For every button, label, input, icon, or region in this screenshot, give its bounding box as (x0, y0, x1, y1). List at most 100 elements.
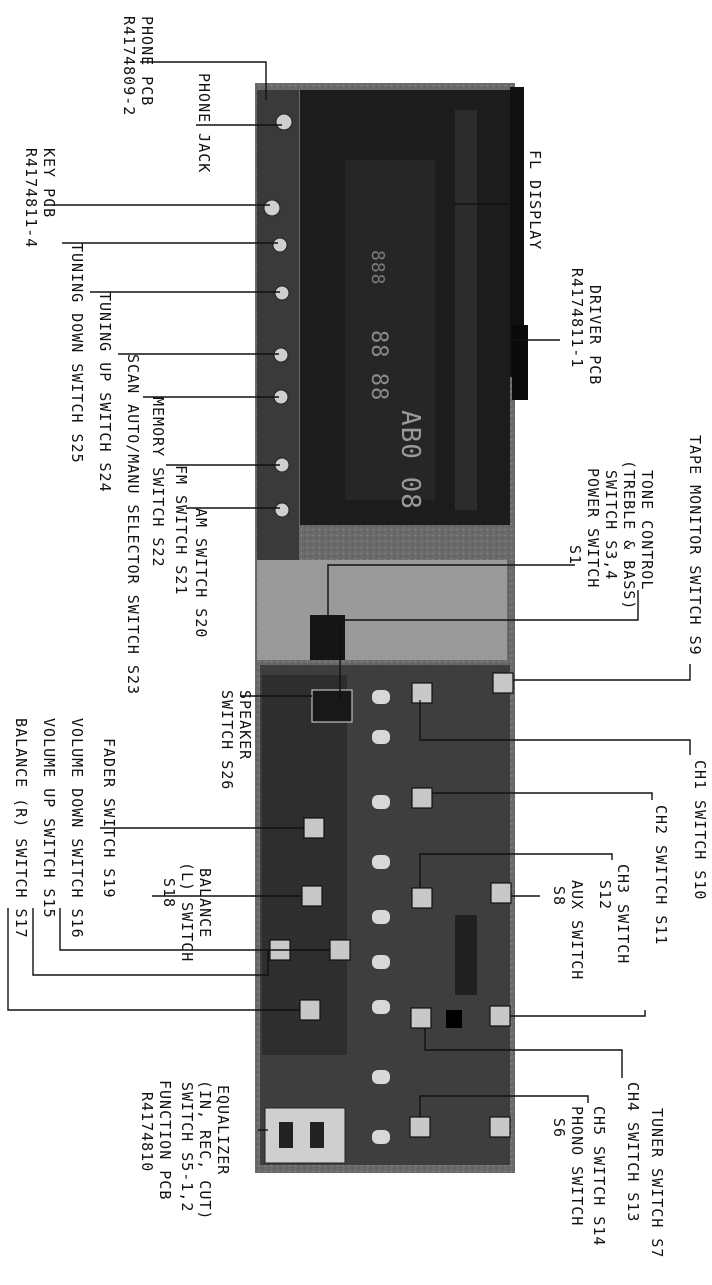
key-switch (273, 347, 289, 363)
power-switch-body (310, 615, 345, 660)
ch1-tact (411, 682, 433, 704)
memory-label: MEMORY SWITCH S22 (149, 397, 167, 568)
phone-pcb-number: R4174809-2 (120, 16, 138, 116)
equalizer-switch-body (264, 1107, 346, 1164)
led (372, 690, 390, 704)
ch3-label: CH3 SWITCH (614, 864, 632, 964)
leader-lines (7, 61, 691, 1131)
ch4-tact (410, 1007, 432, 1029)
eq-slider (279, 1122, 293, 1148)
fm-label: FM SWITCH S21 (172, 465, 190, 595)
key-pcb-number: R4174811-4 (22, 148, 40, 248)
speaker-label: SPEAKER (236, 690, 254, 760)
tone-control-label: TONE CONTROL (638, 470, 656, 590)
driver-pcb-edge (510, 87, 524, 377)
led (372, 1130, 390, 1144)
ch1-label: CH1 SWITCH S10 (691, 760, 709, 900)
ch5-tact (409, 1116, 431, 1138)
balance-l-tact (301, 885, 323, 907)
power-number: S1 (566, 545, 584, 565)
right-labels: FL DISPLAY DRIVER PCB R4174811-1 TAPE MO… (526, 150, 709, 1258)
phone-pcb-leader (140, 61, 267, 100)
eq-slider (310, 1122, 324, 1148)
phono-tact (489, 1116, 511, 1138)
tape-monitor-tact (492, 672, 514, 694)
key-switch (274, 285, 290, 301)
phono-label: PHONO SWITCH (568, 1106, 586, 1226)
phono-number: S6 (550, 1118, 568, 1138)
led (372, 955, 390, 969)
aux-label: AUX SWITCH (568, 880, 586, 980)
function-pcb-label: FUNCTION PCB (156, 1080, 174, 1200)
key-switch (263, 199, 281, 217)
led (372, 1070, 390, 1084)
fader-tact (303, 817, 325, 839)
led (372, 855, 390, 869)
led (372, 1000, 390, 1014)
equalizer-label: EQUALIZER (214, 1085, 232, 1175)
fl-display-label: FL DISPLAY (526, 150, 544, 250)
ch5-label: CH5 SWITCH S14 (590, 1106, 608, 1246)
tuning-up-label: TUNING UP SWITCH S24 (96, 292, 114, 493)
power-leader (327, 564, 575, 620)
tone-control-range-label: (TREBLE & BASS) (620, 460, 638, 610)
balance-l-switch-label: (L) SWITCH (178, 862, 196, 962)
ch3-tact (411, 887, 433, 909)
equalizer-mode-label: (IN, REC, CUT) (196, 1080, 214, 1220)
ch4-leader (424, 1028, 623, 1078)
fl-display-pins (455, 110, 477, 510)
function-board-panel (262, 675, 347, 1055)
function-pcb-number: R4174810 (138, 1092, 156, 1172)
speaker-switch-label: SWITCH S26 (218, 690, 236, 790)
scan-label: SCAN AUTO/MANU SELECTOR SWITCH S23 (124, 354, 142, 695)
tuner-tact (489, 1005, 511, 1027)
led-column (372, 690, 390, 1144)
tact-switches (269, 672, 514, 1138)
phone-jack-screw (275, 113, 293, 131)
display-glyph: 88 88 (366, 330, 391, 401)
key-switch-buttons (263, 113, 293, 518)
tape-monitor-leader (513, 664, 691, 681)
phone-jack-label: PHONE JACK (195, 73, 213, 173)
tape-monitor-label: TAPE MONITOR SWITCH S9 (686, 435, 704, 656)
tuner-label: TUNER SWITCH S7 (648, 1108, 666, 1258)
driver-pcb-connector (512, 325, 528, 400)
balance-r-tact (299, 999, 321, 1021)
volume-down-label: VOLUME DOWN SWITCH S16 (68, 718, 86, 939)
volume-down-tact (329, 939, 351, 961)
ch3-leader (419, 853, 613, 888)
phone-pcb-label: PHONE PCB (138, 16, 156, 106)
ch2-label: CH2 SWITCH S11 (652, 805, 670, 945)
balance-r-leader (7, 908, 300, 1011)
volume-up-label: VOLUME UP SWITCH S15 (40, 718, 58, 919)
left-labels: PHONE PCB R4174809-2 PHONE JACK KEY PCB … (12, 16, 254, 1220)
power-label: POWER SWITCH (584, 468, 602, 588)
balance-l-number: S18 (160, 878, 178, 908)
key-switch (272, 237, 288, 253)
balance-r-label: BALANCE (R) SWITCH S17 (12, 718, 30, 939)
ch1-leader (419, 700, 691, 755)
fader-label: FADER SWITCH S19 (100, 738, 118, 899)
am-label: AM SWITCH S20 (192, 508, 210, 638)
driver-pcb-number: R4174811-1 (568, 268, 586, 368)
ch4-label: CH4 SWITCH S13 (624, 1082, 642, 1222)
led (372, 910, 390, 924)
led (372, 730, 390, 744)
tone-control-switch-label: SWITCH S3,4 (602, 470, 620, 580)
ribbon-cable (455, 915, 477, 995)
aux-number: S8 (550, 886, 568, 906)
key-pcb-label: KEY PCB (40, 148, 58, 218)
aux-tact (490, 882, 512, 904)
balance-l-label: BALANCE (196, 868, 214, 938)
key-switch (274, 502, 290, 518)
ch5-leader (419, 1095, 589, 1117)
key-pcb-strip (257, 90, 299, 560)
metal-bracket (257, 560, 507, 660)
display-segment-area (345, 160, 435, 500)
display-glyph: AB0 08 (395, 410, 425, 510)
ic-chip (446, 1010, 462, 1028)
tuner-leader (510, 1010, 646, 1017)
ch3-number: S12 (596, 880, 614, 910)
tone-control-leader (339, 590, 639, 700)
